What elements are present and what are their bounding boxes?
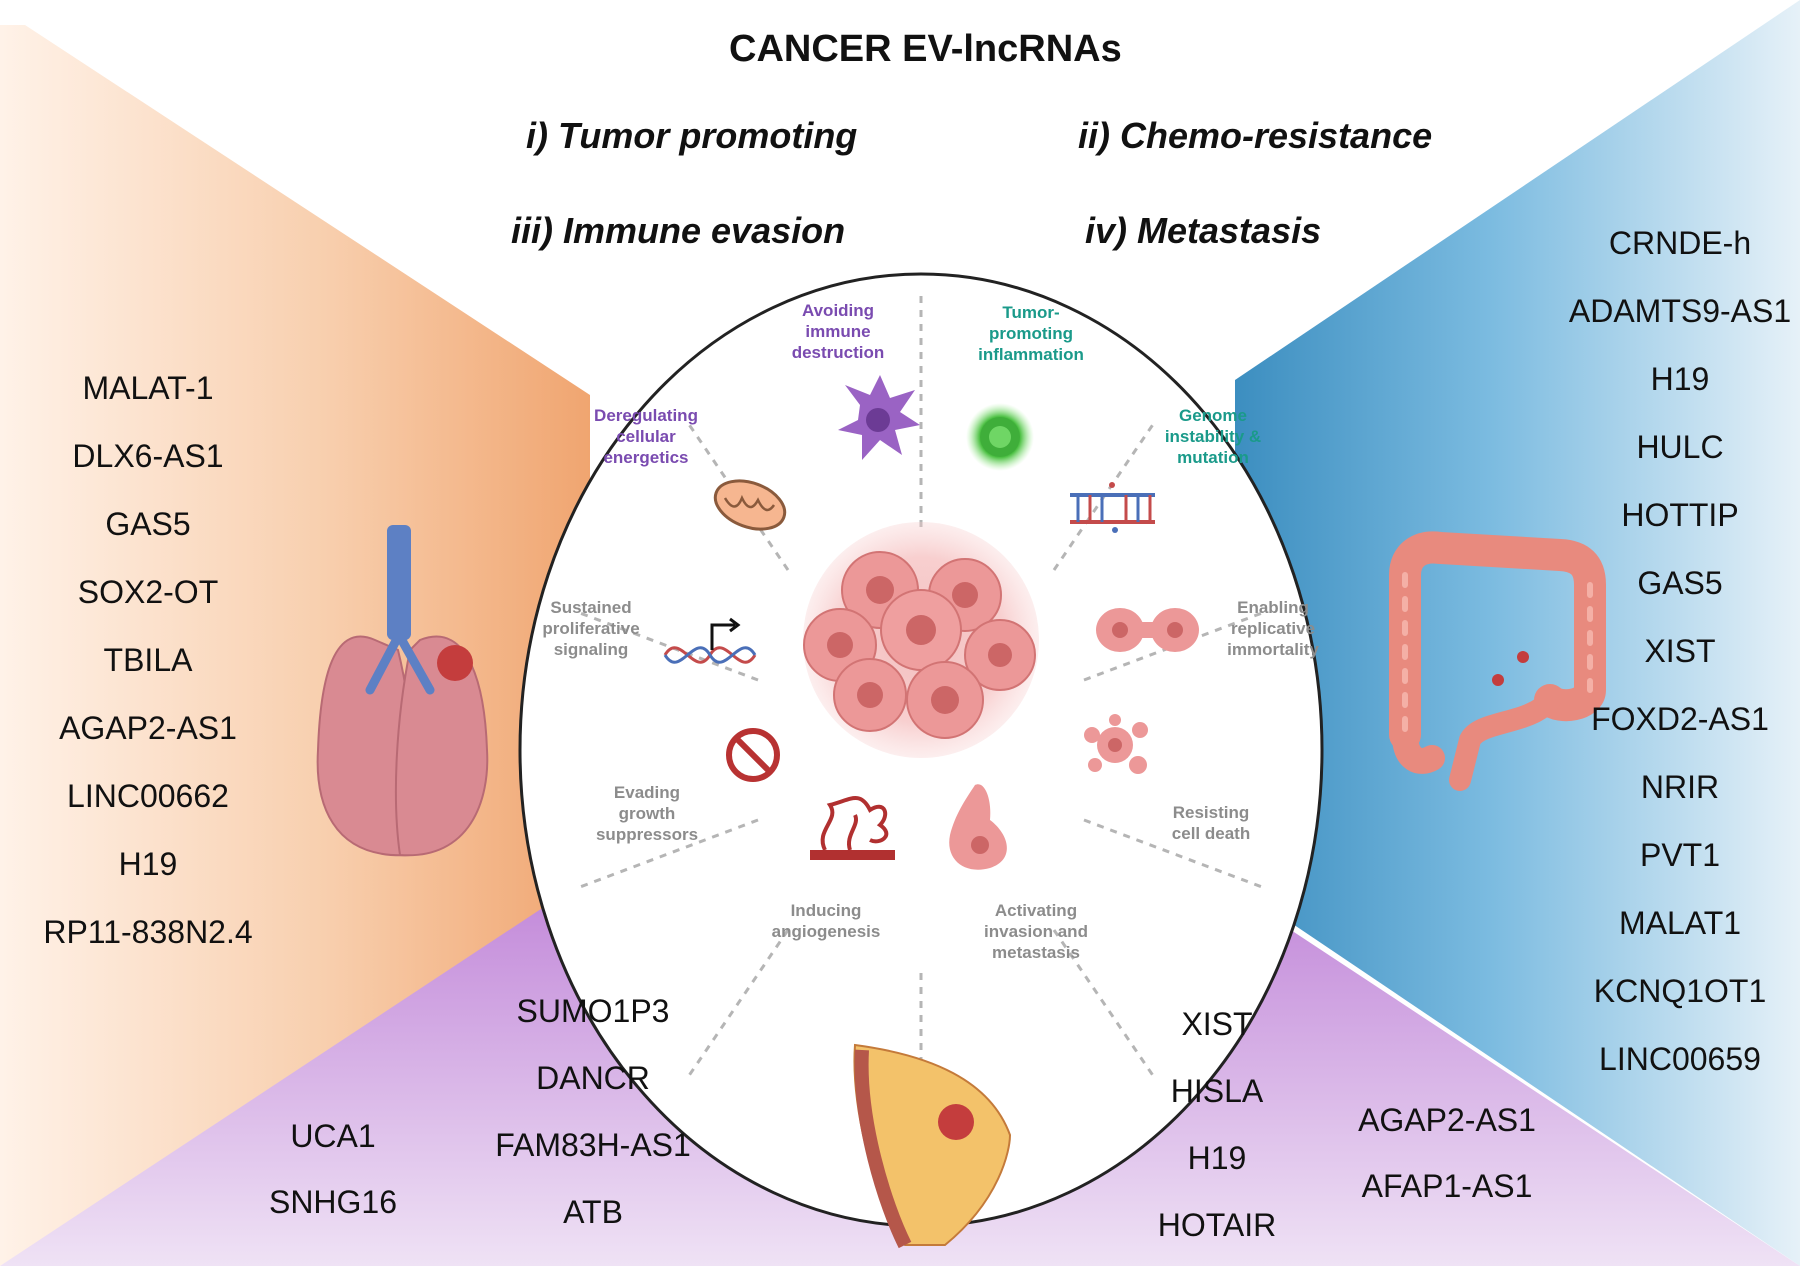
hallmark-evading-growth-suppressors: Evading growth suppressors [595,783,699,844]
diagram-title: CANCER EV-lncRNAs [729,28,1122,70]
breast-gene: AFAP1-AS1 [1361,1168,1533,1204]
hallmark-activating-invasion-metastasis: Activating invasion and metastasis [984,901,1088,962]
colon-gene: FOXD2-AS1 [1591,701,1769,737]
breast-gene: SUMO1P3 [516,993,670,1029]
colon-gene: HULC [1636,429,1724,465]
lung-gene: AGAP2-AS1 [59,710,237,746]
migrating-cell-icon [949,784,1007,870]
colon-gene: H19 [1650,361,1710,397]
breast-gene: H19 [1187,1140,1247,1176]
breast-gene: FAM83H-AS1 [495,1127,691,1163]
breast-gene: ATB [563,1194,623,1230]
colon-gene: PVT1 [1639,837,1721,873]
no-sign-icon [726,728,780,782]
colon-panel [1235,0,1800,1266]
lung-gene: DLX6-AS1 [72,438,224,474]
lung-gene: GAS5 [105,506,191,542]
colon-gene: MALAT1 [1618,905,1742,941]
colon-gene: LINC00659 [1599,1041,1761,1077]
immune-cell-icon [838,375,920,460]
colon-gene: CRNDE-h [1608,225,1752,261]
lung-gene: H19 [118,846,178,882]
category-metastasis: iv) Metastasis [1085,210,1322,251]
dying-cell-icon [1084,714,1148,774]
tumor-cluster-icon [803,522,1039,758]
colon-icon [1389,531,1606,791]
dividing-cell-icon [1096,608,1199,652]
breast-gene: XIST [1181,1006,1253,1042]
category-chemo-resistance: ii) Chemo-resistance [1078,115,1433,156]
dna-transcription-icon [663,617,757,664]
hallmark-genome-instability: Genome instability & mutation [1164,406,1262,467]
lung-gene: MALAT-1 [82,370,214,406]
breast-icon [853,1043,1012,1249]
hallmark-enabling-replicative-immortality: Enabling replicative immortality [1227,598,1319,659]
breast-gene: DANCR [536,1060,650,1096]
category-tumor-promoting: i) Tumor promoting [526,115,858,156]
inflammation-cell-icon [966,403,1034,471]
breast-gene: HISLA [1170,1073,1264,1109]
category-immune-evasion: iii) Immune evasion [511,210,846,251]
lung-gene: SOX2-OT [77,574,219,610]
hallmark-tumor-promoting-inflammation: Tumor- promoting inflammation [978,303,1084,364]
breast-gene: UCA1 [290,1118,376,1154]
dna-mutation-icon [1070,482,1155,533]
breast-gene: SNHG16 [268,1184,398,1220]
colon-gene: GAS5 [1637,565,1723,601]
colon-gene: NRIR [1640,769,1720,805]
lung-gene: LINC00662 [67,778,229,814]
colon-gene: ADAMTS9-AS1 [1568,293,1792,329]
hallmark-avoiding-immune-destruction: Avoiding immune destruction [791,301,885,362]
hallmark-deregulating-cellular-energetics: Deregulating cellular energetics [594,406,698,467]
colon-gene: KCNQ1OT1 [1593,973,1767,1009]
breast-gene: HOTAIR [1157,1207,1277,1243]
lung-gene: RP11-838N2.4 [43,914,253,950]
lung-icon [316,525,489,857]
hallmark-inducing-angiogenesis: Inducing angiogenesis [771,901,881,941]
hallmark-resisting-cell-death: Resisting cell death [1171,803,1251,843]
hallmark-sustained-proliferative-signaling: Sustained proliferative signaling [542,598,640,659]
mitochondrion-icon [713,479,787,531]
breast-gene: AGAP2-AS1 [1358,1102,1536,1138]
blood-vessel-icon [810,796,895,860]
colon-gene: HOTTIP [1621,497,1739,533]
lung-gene: TBILA [103,642,193,678]
lung-panel [0,25,590,1266]
colon-gene: XIST [1644,633,1716,669]
